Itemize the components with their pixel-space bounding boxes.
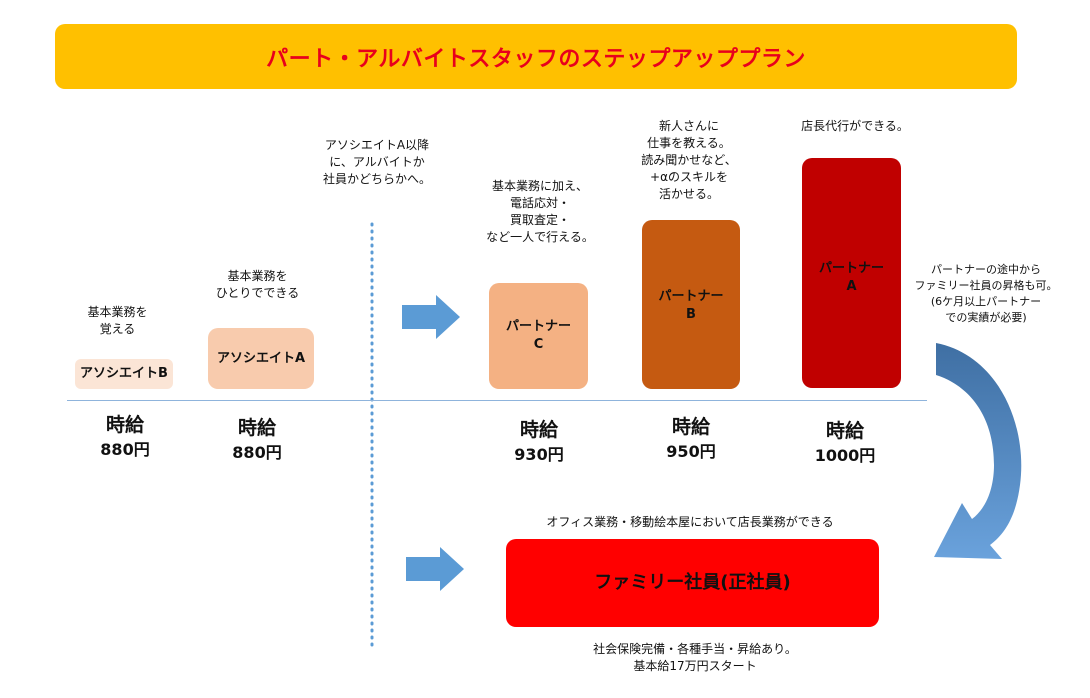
- stage-associate-b-label: アソシエイトB: [80, 366, 168, 381]
- note-family-bottom: 社会保険完備・各種手当・昇給あり。 基本給17万円スタート: [593, 642, 797, 673]
- stage-partner-a: パートナー A: [802, 158, 901, 388]
- note-associate-b: 基本業務を 覚える: [87, 305, 148, 336]
- curved-arrow-icon: [934, 343, 1022, 559]
- wage-associate-b: 時給 880円: [80, 412, 170, 462]
- note-family-top: オフィス業務・移動絵本屋において店長業務ができる: [546, 515, 834, 529]
- stage-family-employee: ファミリー社員(正社員): [506, 539, 879, 627]
- wage-label: 時給: [519, 419, 558, 441]
- stage-partner-c: パートナー C: [489, 283, 588, 389]
- note-partner-c: 基本業務に加え、 電話応対・ 買取査定・ など一人で行える。: [486, 179, 594, 244]
- wage-amount: 950円: [666, 442, 716, 461]
- wage-amount: 880円: [232, 443, 282, 462]
- wage-partner-b: 時給 950円: [646, 414, 736, 464]
- baseline-divider: [67, 400, 927, 401]
- stage-partner-b-label: パートナー B: [658, 289, 724, 322]
- wage-amount: 880円: [100, 440, 150, 459]
- stage-family-label: ファミリー社員(正社員): [594, 572, 791, 593]
- wage-label: 時給: [237, 417, 276, 439]
- page-title: パート・アルバイトスタッフのステップアッププラン: [266, 46, 806, 72]
- vertical-divider: [370, 222, 374, 652]
- note-associate-a: 基本業務を ひとりでできる: [215, 269, 300, 300]
- note-partner-a: 店長代行ができる。: [801, 119, 909, 133]
- title-banner: パート・アルバイトスタッフのステップアッププラン: [55, 24, 1017, 89]
- wage-partner-c: 時給 930円: [494, 417, 584, 467]
- stage-associate-b: アソシエイトB: [75, 359, 173, 389]
- wage-partner-a: 時給 1000円: [800, 418, 890, 468]
- arrow-right-icon: [406, 547, 464, 591]
- wage-label: 時給: [105, 414, 144, 436]
- note-partner-b: 新人さんに 仕事を教える。 読み聞かせなど、 +αのスキルを 活かせる。: [641, 119, 737, 201]
- arrow-right-icon: [402, 295, 460, 339]
- note-transition: アソシエイトA以降 に、アルバイトか 社員かどちらかへ。: [322, 138, 431, 186]
- wage-amount: 930円: [514, 445, 564, 464]
- stage-partner-a-label: パートナー A: [818, 261, 884, 294]
- stage-partner-c-label: パートナー C: [505, 319, 571, 352]
- wage-amount: 1000円: [814, 446, 876, 465]
- wage-label: 時給: [671, 416, 710, 438]
- note-promotion: パートナーの途中から ファミリー社員の昇格も可。 (6ケ月以上パートナー での実…: [914, 263, 1058, 324]
- stage-partner-b: パートナー B: [642, 220, 740, 389]
- wage-associate-a: 時給 880円: [212, 415, 302, 465]
- wage-label: 時給: [825, 420, 864, 442]
- stage-associate-a: アソシエイトA: [208, 328, 314, 389]
- stage-associate-a-label: アソシエイトA: [216, 350, 306, 366]
